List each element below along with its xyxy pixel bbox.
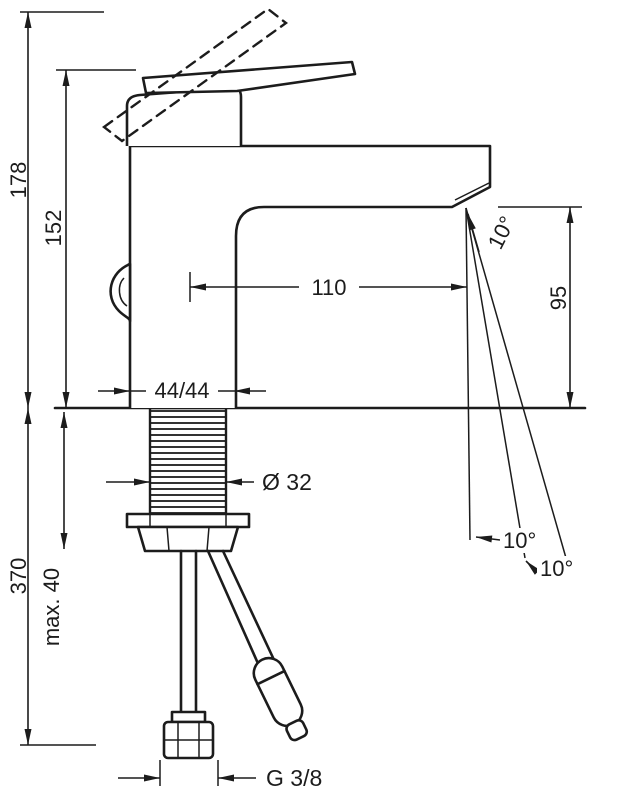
hose-angled-left-edge (206, 549, 262, 670)
dim-max-deck-thickness: max. 40 (39, 412, 68, 646)
dim-label-g38: G 3/8 (266, 765, 322, 791)
faucet-body-and-spout (128, 144, 492, 408)
fitting-collar (170, 710, 207, 724)
dim-hose-length: 370 (6, 408, 96, 746)
angle-label-left: 10° (503, 528, 536, 553)
dim-label-178: 178 (6, 162, 31, 199)
dim-label-diameter: Ø 32 (262, 469, 312, 495)
dim-label-max-40: max. 40 (39, 568, 64, 646)
connector-tip (285, 718, 309, 742)
dim-label-152: 152 (41, 210, 66, 247)
body-side-detail (109, 262, 132, 323)
angle-label-right: 10° (540, 556, 573, 581)
nut-facet-right (206, 526, 210, 552)
washer-plate (125, 512, 251, 529)
spray-angle-lines (465, 207, 571, 573)
angle-arrow (475, 535, 501, 543)
dim-hole-diameter: Ø 32 (106, 469, 312, 495)
mounting-nut (136, 525, 240, 553)
outlet-angle-label: 10° (467, 212, 520, 253)
dim-label-95: 95 (546, 286, 571, 310)
threaded-shaft (148, 406, 228, 516)
dim-spout-reach: 110 (189, 272, 467, 302)
handle-lever (141, 60, 357, 95)
handle-lever-raised-dashed (101, 7, 289, 143)
dim-label-110: 110 (311, 275, 346, 300)
dim-total-height: 178 (6, 11, 104, 408)
swivel-angle-left-label: 10° (475, 528, 544, 553)
label-background (537, 556, 581, 581)
dim-body-height: 152 (41, 69, 136, 408)
swivel-angle-right-label: 10° (525, 556, 581, 581)
spray-line-1 (465, 207, 471, 541)
dim-label-44-44: 44/44 (154, 378, 209, 403)
angle-label-top: 10° (483, 212, 520, 253)
body-side-detail-inner (118, 277, 128, 307)
dim-outlet-height: 95 (498, 206, 582, 408)
spray-line-2 (465, 207, 526, 559)
connector-facet (256, 669, 286, 686)
supply-hoses (162, 549, 309, 760)
dim-label-370: 370 (6, 558, 31, 595)
aerator-line (454, 182, 490, 201)
angle-arrow (525, 560, 540, 575)
angle-arrow (467, 213, 480, 253)
label-background (146, 377, 218, 404)
spray-line-3 (465, 207, 571, 573)
faucet-body-group (101, 7, 492, 408)
label-background (500, 528, 544, 553)
label-background (299, 273, 359, 300)
dim-connection-thread: G 3/8 (118, 760, 322, 791)
hose-connector (252, 656, 309, 742)
hose-angled-right-edge (221, 549, 277, 664)
nut-facet-left (166, 526, 170, 552)
dim-base-size: 44/44 (98, 377, 266, 404)
counter-and-mounting (53, 406, 587, 553)
